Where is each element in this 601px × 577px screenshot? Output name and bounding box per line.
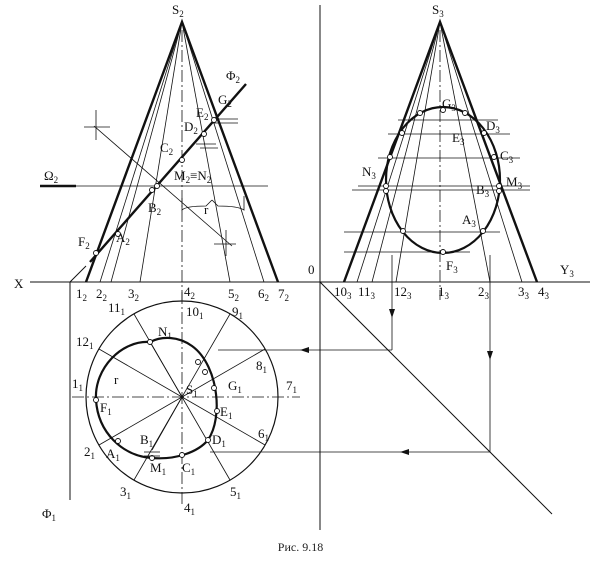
- label-E3: E3: [452, 130, 465, 147]
- label-7-2: 72: [278, 286, 289, 303]
- front-view: [40, 18, 280, 300]
- front-points: [93, 117, 217, 256]
- side-points: [383, 107, 502, 255]
- label-10-3: 103: [334, 284, 352, 301]
- label-G2: G2: [218, 92, 232, 109]
- side-generators: [356, 21, 523, 283]
- label-D1: D1: [212, 432, 226, 449]
- label-4-1: 41: [184, 500, 195, 517]
- side-view: [342, 18, 539, 300]
- label-4-3: 43: [538, 284, 550, 301]
- side-cone-outline: [342, 18, 539, 283]
- label-1-1: 11: [72, 376, 83, 393]
- label-O: 0: [308, 262, 315, 277]
- label-A1: A1: [106, 446, 120, 463]
- label-1-3: 13: [438, 284, 450, 301]
- label-G1: G1: [228, 378, 242, 395]
- label-G3: G3: [442, 96, 456, 113]
- label-X: X: [14, 276, 24, 291]
- label-M1: M1: [150, 460, 166, 477]
- label-M3: M3: [506, 174, 523, 191]
- figure-caption: Рис. 9.18: [277, 540, 324, 554]
- front-cone-outline: [84, 18, 280, 283]
- label-9-1: 91: [232, 304, 243, 321]
- label-5-1: 51: [230, 484, 241, 501]
- cone-section-drawing: S2 Φ2 G2 E2 D2 C2 Ω2 M2≡N2 B2 r F2 A2 X …: [14, 2, 590, 530]
- label-C3: C3: [500, 148, 514, 165]
- label-3-1: 31: [120, 484, 131, 501]
- label-C2: C2: [160, 140, 173, 157]
- label-B3: B3: [476, 182, 490, 199]
- label-F2: F2: [78, 234, 90, 251]
- label-F1: F1: [100, 400, 112, 417]
- label-A2: A2: [116, 230, 130, 247]
- arrowheads: [300, 309, 493, 455]
- projection-connections: [210, 255, 491, 453]
- label-E1: E1: [220, 404, 232, 421]
- label-MN2: M2≡N2: [174, 168, 211, 185]
- label-10-1: 101: [186, 304, 204, 321]
- top-section-curve: [94, 336, 218, 460]
- label-B2: B2: [148, 200, 161, 217]
- label-S1: S1: [186, 382, 198, 399]
- labels: S2 Φ2 G2 E2 D2 C2 Ω2 M2≡N2 B2 r F2 A2 X …: [14, 2, 574, 523]
- label-E2: E2: [196, 105, 208, 122]
- projection-axes: [30, 5, 590, 530]
- label-6-2: 62: [258, 286, 269, 303]
- label-B1: B1: [140, 432, 153, 449]
- label-N1: N1: [158, 324, 172, 341]
- label-11-1: 111: [108, 300, 125, 317]
- label-4-2: 42: [184, 284, 195, 301]
- label-12-1: 121: [76, 334, 94, 351]
- label-11-3: 113: [358, 284, 376, 301]
- label-2-3: 23: [478, 284, 490, 301]
- front-generators: [99, 21, 265, 283]
- label-3-3: 33: [518, 284, 530, 301]
- label-1-2: 12: [76, 286, 87, 303]
- label-7-1: 71: [286, 378, 297, 395]
- label-N3: N3: [362, 164, 376, 181]
- label-C1: C1: [182, 460, 195, 477]
- label-A3: A3: [462, 212, 476, 229]
- label-D2: D2: [184, 119, 198, 136]
- label-Y3: Y3: [560, 262, 574, 279]
- label-D3: D3: [486, 118, 500, 135]
- label-Phi1: Φ1: [42, 506, 56, 523]
- label-S3: S3: [432, 2, 444, 19]
- top-view: [72, 292, 300, 505]
- side-level-lines: [344, 119, 530, 253]
- label-12-3: 123: [394, 284, 412, 301]
- label-Omega2: Ω2: [44, 168, 58, 185]
- label-S2: S2: [172, 2, 184, 19]
- label-6-1: 61: [258, 426, 269, 443]
- label-Phi2: Φ2: [226, 68, 240, 85]
- label-r-front: r: [204, 202, 209, 217]
- label-2-1: 21: [84, 444, 95, 461]
- label-r-top: r: [114, 372, 119, 387]
- label-2-2: 22: [96, 286, 107, 303]
- label-3-2: 32: [128, 286, 139, 303]
- label-F3: F3: [446, 258, 458, 275]
- top-points: [93, 339, 220, 461]
- label-8-1: 81: [256, 358, 267, 375]
- label-5-2: 52: [228, 286, 239, 303]
